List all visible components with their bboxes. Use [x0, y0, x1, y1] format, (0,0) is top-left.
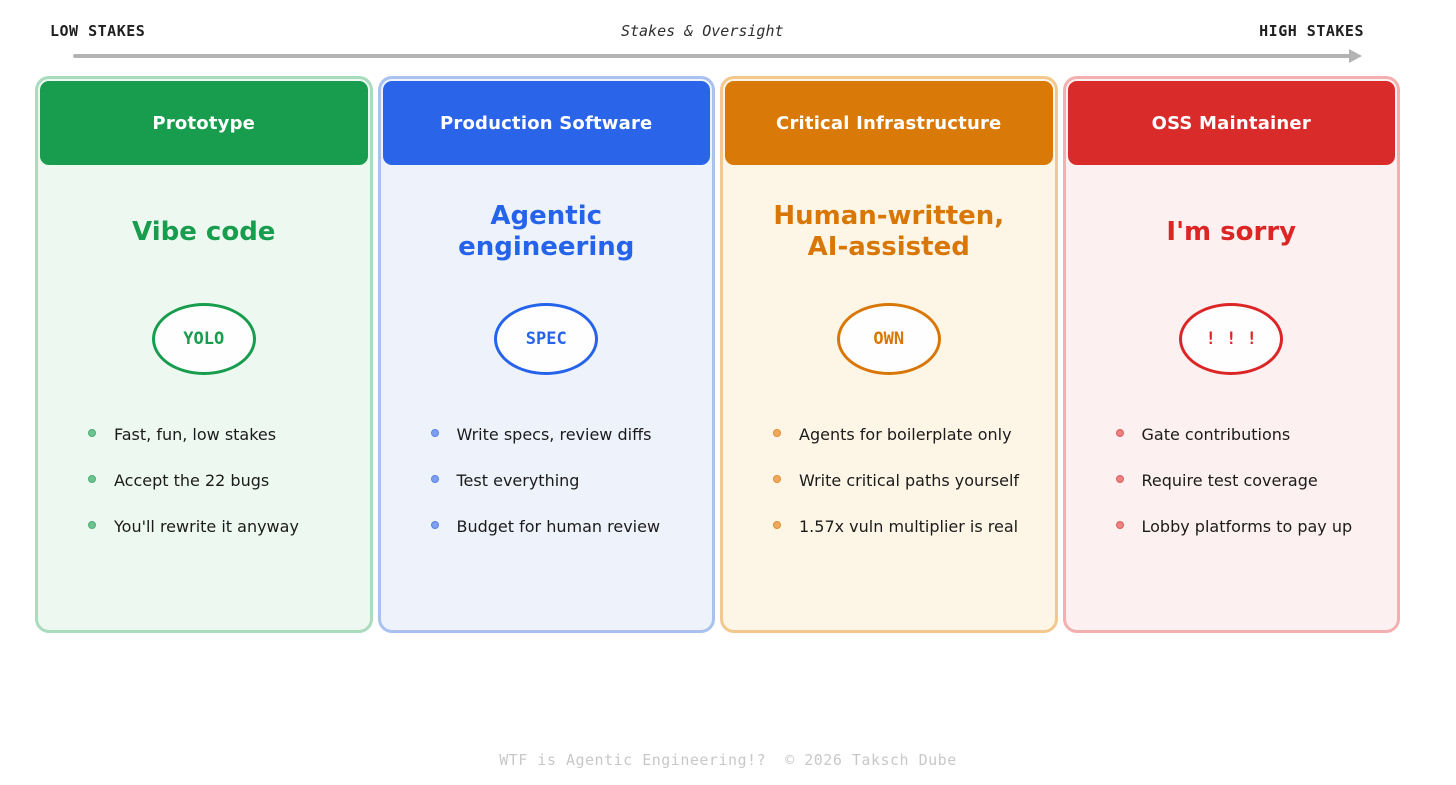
list-item: Agents for boilerplate only	[773, 423, 1039, 445]
arrow-head-icon	[1349, 49, 1362, 63]
card-title: OSS Maintainer	[1151, 112, 1311, 134]
bullet-list: Write specs, review diffs Test everythin…	[381, 423, 713, 561]
card-subtitle: Agentic engineering	[458, 201, 635, 262]
stakes-axis-title: Stakes & Oversight	[620, 22, 784, 40]
arrow-line	[73, 54, 1351, 58]
bullet-dot-icon	[773, 521, 781, 529]
card-subtitle: Human-written, AI-assisted	[773, 201, 1005, 262]
list-item: Fast, fun, low stakes	[88, 423, 354, 445]
high-stakes-label: HIGH STAKES	[1259, 22, 1364, 40]
card-subtitle: I'm sorry	[1166, 216, 1297, 247]
list-item: You'll rewrite it anyway	[88, 515, 354, 537]
bullet-list: Agents for boilerplate only Write critic…	[723, 423, 1055, 561]
card-prototype-header: Prototype	[40, 81, 368, 165]
bullet-text: Fast, fun, low stakes	[114, 424, 277, 444]
badge-label: ! ! !	[1205, 329, 1257, 349]
card-prototype: Prototype Vibe code YOLO Fast, fun, low …	[35, 76, 373, 633]
bullet-dot-icon	[1115, 475, 1124, 483]
card-critical-infrastructure: Critical Infrastructure Human-written, A…	[720, 76, 1058, 633]
stakes-arrow	[73, 49, 1362, 63]
card-subtitle: Vibe code	[132, 216, 276, 247]
bullet-list: Gate contributions Require test coverage…	[1066, 423, 1398, 561]
bullet-dot-icon	[88, 521, 96, 529]
badge-label: YOLO	[183, 329, 225, 349]
card-production-software: Production Software Agentic engineering …	[377, 76, 715, 633]
bullet-text: Write specs, review diffs	[456, 424, 652, 444]
list-item: Write specs, review diffs	[430, 423, 697, 445]
bullet-dot-icon	[88, 475, 96, 483]
list-item: Gate contributions	[1115, 423, 1382, 445]
bullet-dot-icon	[430, 429, 439, 437]
bullet-text: Gate contributions	[1141, 424, 1291, 444]
bullet-dot-icon	[773, 475, 781, 483]
bullet-text: Budget for human review	[456, 516, 661, 536]
card-title: Critical Infrastructure	[776, 112, 1002, 134]
bullet-dot-icon	[1115, 429, 1124, 437]
badge-ellipse-spec: SPEC	[494, 303, 599, 375]
card-critical-infrastructure-body: Human-written, AI-assisted OWN Agents fo…	[723, 167, 1055, 630]
badge-label: OWN	[873, 329, 905, 349]
list-item: Write critical paths yourself	[773, 469, 1039, 491]
bullet-text: Lobby platforms to pay up	[1141, 516, 1353, 536]
list-item: Test everything	[430, 469, 697, 491]
bullet-dot-icon	[1115, 521, 1124, 529]
card-production-software-body: Agentic engineering SPEC Write specs, re…	[381, 167, 713, 630]
badge-ellipse-yolo: YOLO	[151, 303, 256, 375]
list-item: Accept the 22 bugs	[88, 469, 354, 491]
bullet-list: Fast, fun, low stakes Accept the 22 bugs…	[38, 423, 370, 561]
bullet-dot-icon	[430, 521, 439, 529]
bullet-text: 1.57x vuln multiplier is real	[799, 516, 1019, 536]
card-title: Prototype	[152, 112, 256, 134]
card-production-software-header: Production Software	[382, 81, 710, 165]
cards-row: Prototype Vibe code YOLO Fast, fun, low …	[35, 76, 1400, 633]
bullet-dot-icon	[88, 429, 96, 437]
badge-ellipse-own: OWN	[836, 303, 941, 375]
card-oss-maintainer-body: I'm sorry ! ! ! Gate contributions Requi…	[1066, 167, 1398, 630]
bullet-dot-icon	[773, 429, 781, 437]
bullet-text: You'll rewrite it anyway	[114, 516, 299, 536]
card-oss-maintainer: OSS Maintainer I'm sorry ! ! ! Gate cont…	[1062, 76, 1400, 633]
list-item: Require test coverage	[1115, 469, 1382, 491]
list-item: 1.57x vuln multiplier is real	[773, 515, 1039, 537]
bullet-text: Agents for boilerplate only	[799, 424, 1012, 444]
card-title: Production Software	[440, 112, 653, 134]
card-prototype-body: Vibe code YOLO Fast, fun, low stakes Acc…	[38, 167, 370, 630]
bullet-text: Require test coverage	[1141, 470, 1318, 490]
card-oss-maintainer-header: OSS Maintainer	[1067, 81, 1395, 165]
badge-ellipse-exclamations: ! ! !	[1179, 303, 1284, 375]
footer-credit: WTF is Agentic Engineering!? © 2026 Taks…	[499, 751, 957, 769]
bullet-text: Test everything	[456, 470, 580, 490]
stakes-axis-labels: LOW STAKES Stakes & Oversight HIGH STAKE…	[50, 22, 1364, 40]
badge-label: SPEC	[525, 329, 567, 349]
card-critical-infrastructure-header: Critical Infrastructure	[725, 81, 1053, 165]
list-item: Lobby platforms to pay up	[1115, 515, 1382, 537]
bullet-text: Accept the 22 bugs	[114, 470, 270, 490]
list-item: Budget for human review	[430, 515, 697, 537]
bullet-text: Write critical paths yourself	[799, 470, 1020, 490]
bullet-dot-icon	[430, 475, 439, 483]
low-stakes-label: LOW STAKES	[50, 22, 146, 40]
